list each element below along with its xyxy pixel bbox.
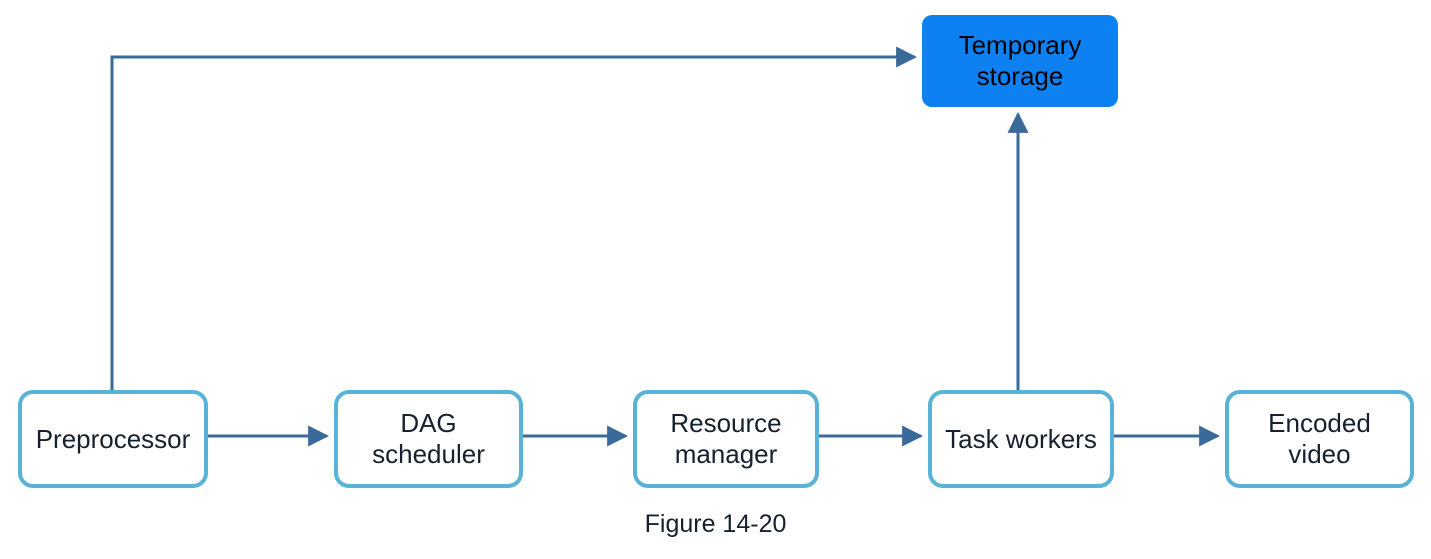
node-preprocessor-label: Preprocessor [35, 423, 191, 454]
node-encoded-video[interactable]: Encoded video [1225, 390, 1414, 488]
node-dag-scheduler-label: DAG scheduler [372, 408, 485, 469]
figure-caption: Figure 14-20 [644, 510, 787, 538]
node-dag-scheduler[interactable]: DAG scheduler [334, 390, 523, 488]
node-task-workers-label: Task workers [945, 423, 1097, 454]
node-resource-manager-label: Resource manager [670, 408, 782, 469]
node-resource-manager[interactable]: Resource manager [633, 390, 819, 488]
node-temporary-storage-label: Temporary storage [958, 30, 1082, 91]
node-preprocessor[interactable]: Preprocessor [18, 390, 208, 488]
node-encoded-video-label: Encoded video [1268, 408, 1371, 469]
node-temporary-storage[interactable]: Temporary storage [922, 15, 1118, 107]
node-task-workers[interactable]: Task workers [928, 390, 1114, 488]
edge-preprocessor-to-temporary-storage [110, 46, 918, 390]
